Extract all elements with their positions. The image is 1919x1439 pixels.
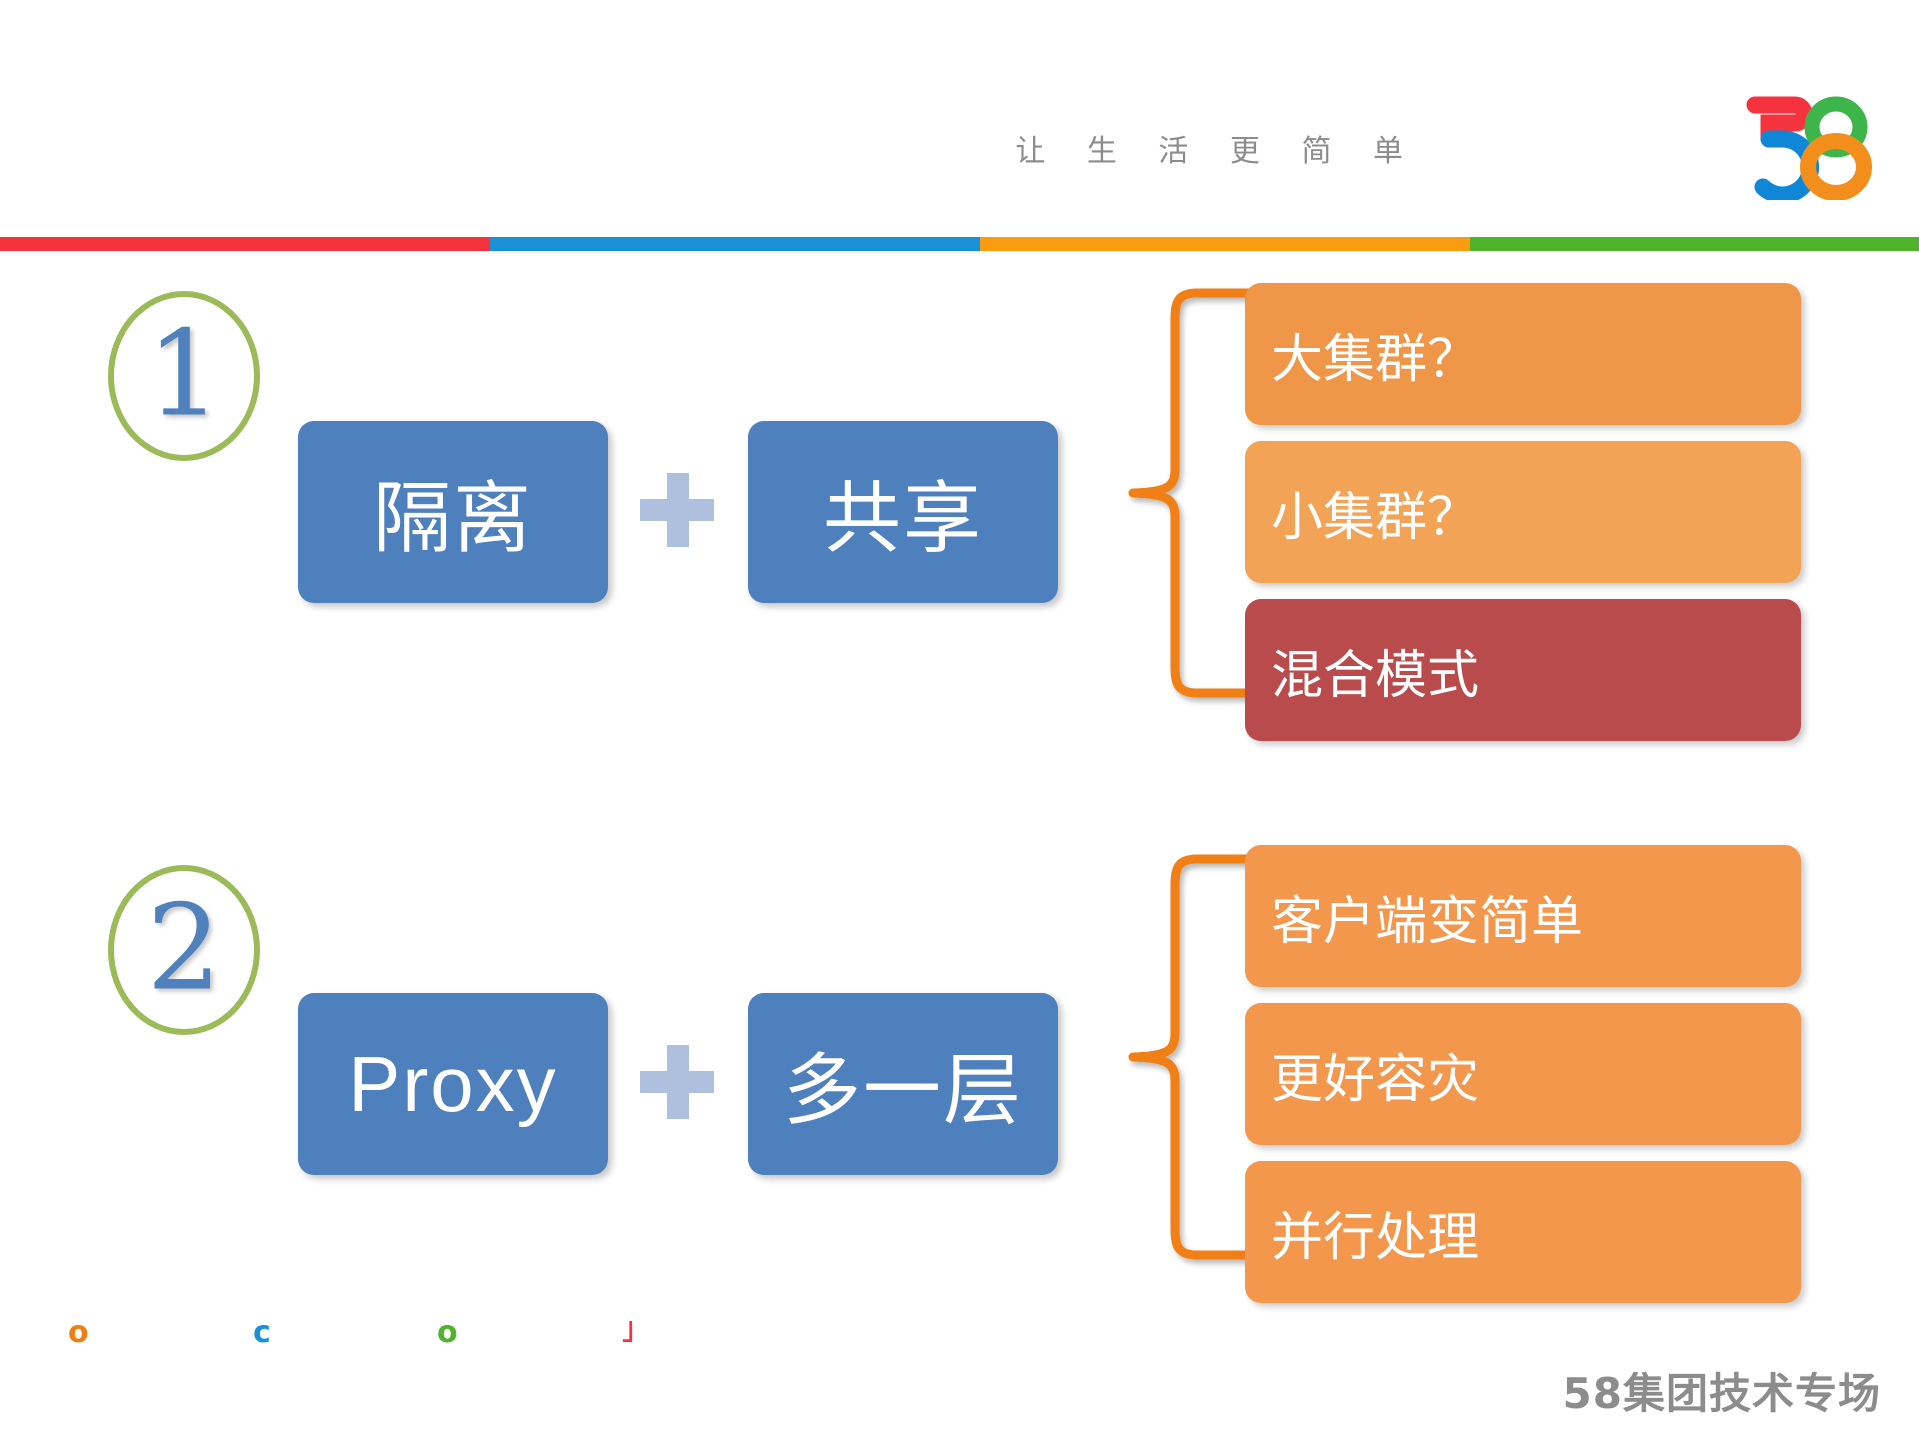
row-2-right-box[interactable]: 多一层: [748, 993, 1058, 1175]
curly-brace-icon: [1128, 288, 1258, 698]
row-1-tag-1-label: 小集群？: [1271, 488, 1480, 547]
slide-header: 让 生 活 更 简 单: [0, 0, 1919, 240]
decor-dot-orange: o: [68, 1315, 89, 1350]
footer-decor-dots: o c o ˩: [0, 1318, 900, 1368]
colorbar-segment-red: [0, 237, 490, 251]
row-2-right-box-label: 多一层: [782, 1046, 1023, 1134]
colorbar-segment-blue: [490, 237, 980, 251]
brand-colorbar: [0, 237, 1919, 251]
row-2-tag-0[interactable]: 客户端变简单: [1245, 845, 1801, 987]
row-2-tag-2-label: 并行处理: [1271, 1208, 1480, 1267]
decor-dot-red: ˩: [620, 1315, 635, 1350]
row-1-left-box-label: 隔离: [372, 474, 533, 562]
row-1-right-box-label: 共享: [822, 474, 983, 562]
row-2-tag-2[interactable]: 并行处理: [1245, 1161, 1801, 1303]
footer-brand-text: 58集团技术专场: [1562, 1369, 1881, 1418]
row-1-left-box[interactable]: 隔离: [298, 421, 608, 603]
row-1-tag-0-label: 大集群？: [1271, 330, 1480, 389]
row-2-number: 2: [146, 878, 222, 1017]
colorbar-segment-orange: [980, 237, 1470, 251]
row-2-tag-list: 客户端变简单 更好容灾 并行处理: [1245, 845, 1801, 1319]
row-2-number-badge: 2: [108, 865, 260, 1035]
decor-dot-green: o: [437, 1315, 458, 1350]
diagram-row-2: 2 Proxy 多一层 客户端变简单 更好容灾 并行处理: [0, 845, 1919, 1303]
row-1-plus-icon: [640, 473, 714, 547]
row-1-brace: [1125, 273, 1258, 713]
58-logo-icon: [1746, 96, 1872, 204]
curly-brace-icon: [1128, 854, 1258, 1260]
row-1-right-box[interactable]: 共享: [748, 421, 1058, 603]
row-2-brace: [1125, 845, 1258, 1270]
row-1-number: 1: [146, 304, 222, 443]
row-2-tag-1-label: 更好容灾: [1271, 1050, 1480, 1109]
58-logo: [1739, 95, 1874, 204]
decor-dot-blue: c: [253, 1315, 271, 1350]
row-2-tag-0-label: 客户端变简单: [1271, 892, 1584, 951]
row-1-tag-list: 大集群？ 小集群？ 混合模式: [1245, 283, 1801, 757]
diagram-row-1: 1 隔离 共享 大集群？ 小集群？ 混合模式: [0, 283, 1919, 741]
row-1-tag-2-label: 混合模式: [1271, 646, 1480, 705]
row-1-tag-2[interactable]: 混合模式: [1245, 599, 1801, 741]
colorbar-segment-green: [1470, 237, 1919, 251]
row-2-plus-icon: [640, 1045, 714, 1119]
row-2-left-box[interactable]: Proxy: [298, 993, 608, 1175]
row-1-number-badge: 1: [108, 291, 260, 461]
row-1-tag-1[interactable]: 小集群？: [1245, 441, 1801, 583]
row-2-left-box-label: Proxy: [348, 1039, 558, 1128]
brand-tagline: 让 生 活 更 简 单: [1015, 134, 1419, 169]
row-2-tag-1[interactable]: 更好容灾: [1245, 1003, 1801, 1145]
row-1-tag-0[interactable]: 大集群？: [1245, 283, 1801, 425]
